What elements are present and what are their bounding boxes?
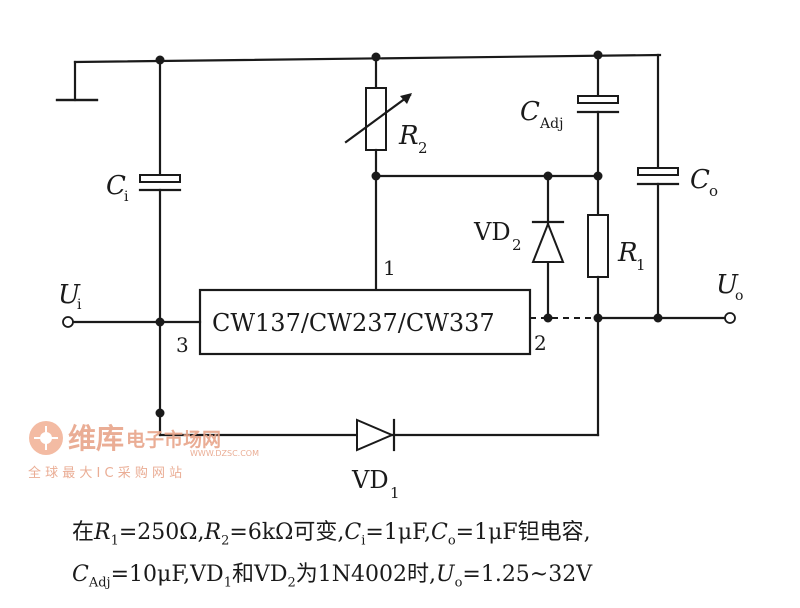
caption-line-2: CAdj=10μF,VD1和VD2为1N4002时,Uo=1.25~32V [72,562,593,591]
svg-text:C: C [106,171,126,201]
co-label: C o [690,165,718,200]
variable-arrow-icon [344,93,412,144]
pin1-label: 1 [383,256,396,280]
watermark: 维库 电子市场网 WWW.DZSC.COM 全 球 最 大 I C 采 购 网 … [28,421,259,481]
svg-text:o: o [735,288,743,304]
resistor-r1 [587,174,609,437]
ic-label: CW137/CW237/CW337 [212,309,495,337]
capacitor-cadj [576,53,620,178]
svg-text:VD: VD [351,466,389,494]
svg-text:VD: VD [473,218,511,246]
svg-text:i: i [124,189,129,205]
caption-line-1: 在R1=250Ω,R2=6kΩ可变,Ci=1μF,Co=1μF钽电容, [72,520,591,549]
output-terminal [724,312,736,324]
input-terminal [62,316,74,328]
output-label: U o [716,270,743,304]
svg-text:Adj: Adj [539,116,563,132]
vd2-label: VD 2 [473,218,522,254]
capacitor-co [636,53,680,320]
svg-text:2: 2 [418,139,428,157]
svg-text:i: i [77,297,82,313]
vd1-label: VD 1 [351,466,400,502]
ci-label: C i [106,171,129,205]
pin2-label: 2 [534,331,547,355]
regulator-ic [198,288,532,356]
svg-text:R: R [398,121,419,151]
top-rail [55,53,662,102]
svg-text:C: C [520,97,540,127]
pin3-label: 3 [176,333,189,357]
svg-text:1: 1 [390,484,400,502]
watermark-brand-tail: 电子市场网 [126,428,221,451]
watermark-url: WWW.DZSC.COM [190,449,259,458]
watermark-logo-icon [29,421,63,455]
watermark-brand: 维库 [68,422,124,455]
svg-text:U: U [716,270,739,300]
svg-text:C: C [690,165,710,195]
diode-vd1 [158,320,600,452]
cadj-label: C Adj [520,97,563,132]
capacitor-ci [138,58,182,324]
r2-label: R 2 [398,121,428,157]
input-label: U i [58,280,82,313]
diode-vd2 [531,174,565,320]
svg-text:U: U [58,280,81,310]
r1-label: R 1 [617,238,646,274]
svg-text:1: 1 [636,256,646,274]
svg-text:2: 2 [512,236,522,254]
svg-text:o: o [709,182,718,200]
junction-nodes [155,50,663,418]
watermark-slogan: 全 球 最 大 I C 采 购 网 站 [28,465,182,481]
resistor-r2 [365,55,387,178]
svg-text:R: R [617,238,638,268]
